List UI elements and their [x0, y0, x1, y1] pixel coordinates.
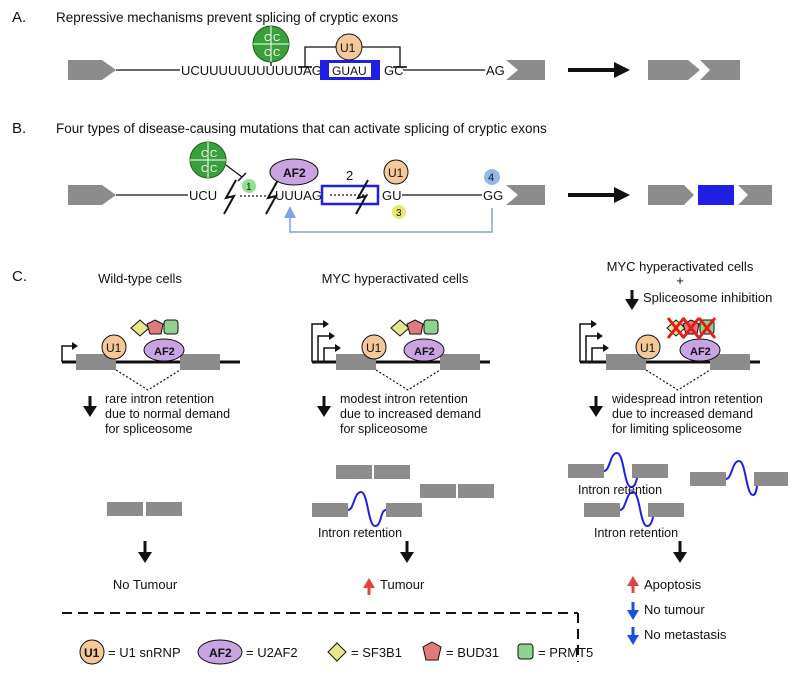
svg-text:U1: U1: [84, 646, 100, 660]
legend: U1 = U1 snRNP AF2 = U2AF2 = SF3B1 = BUD3…: [62, 612, 593, 665]
mutation-4-badge: [484, 169, 500, 185]
panel-a: A. Repressive mechanisms prevent splicin…: [12, 9, 740, 80]
svg-text:U1: U1: [640, 341, 656, 355]
svg-text:C: C: [201, 164, 208, 175]
legend-prmt5-icon: [517, 643, 534, 660]
af2-c2: [403, 338, 445, 362]
col3-outcome-no-metastasis: No metastasis: [644, 627, 727, 642]
svg-text:C: C: [210, 149, 217, 160]
legend-sf3b1-text: = SF3B1: [351, 645, 402, 660]
ucu-seq: UCU: [189, 188, 217, 203]
c-complex-a: C C C C: [252, 25, 290, 63]
panel-c: C. Wild-type cells U1 AF2 rare intron re…: [12, 259, 788, 645]
column-wild-type: Wild-type cells U1 AF2 rare intron reten…: [61, 271, 240, 592]
af2-c1: [143, 338, 185, 362]
legend-bud31-icon: [422, 641, 442, 661]
spliced-product-a: [648, 60, 740, 80]
svg-text:for spliceosome: for spliceosome: [340, 422, 428, 436]
legend-af2-text: = U2AF2: [246, 645, 298, 660]
svg-text:U1: U1: [366, 341, 382, 355]
col1-title: Wild-type cells: [98, 271, 182, 286]
legend-prmt5-text: = PRMT5: [538, 645, 593, 660]
u1-snrnp-b: [383, 159, 409, 185]
svg-text:widespread intron retention: widespread intron retention: [611, 392, 763, 406]
svg-text:C: C: [273, 33, 280, 44]
svg-text:for spliceosome: for spliceosome: [105, 422, 193, 436]
svg-text:U1: U1: [388, 166, 404, 180]
svg-text:U1: U1: [340, 41, 356, 55]
col2-outcome: Tumour: [380, 577, 425, 592]
exon-1: [68, 60, 116, 80]
svg-text:AF2: AF2: [209, 646, 232, 660]
svg-text:C: C: [201, 149, 208, 160]
uuuag-seq: UUUAG: [275, 188, 322, 203]
exon-1-b: [68, 185, 116, 205]
svg-text:C: C: [273, 48, 280, 59]
col3-outcome-apoptosis: Apoptosis: [644, 577, 702, 592]
pyrimidine-tract: UCUUUUUUUUUUUAG: [181, 63, 322, 78]
af2-c3: [679, 338, 721, 362]
col1-outcome: No Tumour: [113, 577, 178, 592]
u2af2-b: [269, 158, 319, 186]
svg-text:3: 3: [396, 208, 402, 219]
svg-text:AF2: AF2: [690, 346, 711, 358]
svg-text:1: 1: [246, 182, 252, 193]
svg-text:AF2: AF2: [414, 346, 435, 358]
svg-text:Intron retention: Intron retention: [318, 526, 402, 540]
u1-snrnp-a: [335, 33, 363, 61]
panel-b: B. Four types of disease-causing mutatio…: [12, 120, 772, 233]
col3-outcome-no-tumour: No tumour: [644, 602, 705, 617]
legend-u1-icon: [79, 639, 105, 665]
mutation-2-label: 2: [346, 168, 353, 183]
svg-text:Intron retention: Intron retention: [594, 526, 678, 540]
svg-text:Intron retention: Intron retention: [578, 483, 662, 497]
column-myc-inhibition: MYC hyperactivated cells + Spliceosome i…: [568, 259, 788, 645]
panel-a-letter: A.: [12, 9, 26, 26]
svg-text:4: 4: [488, 172, 494, 184]
svg-text:C: C: [210, 164, 217, 175]
legend-af2-icon: [197, 639, 243, 665]
cryptic-exon-b: [320, 184, 380, 206]
col2-title: MYC hyperactivated cells: [322, 271, 469, 286]
inhibition-crosses: [666, 317, 717, 339]
col3-title: MYC hyperactivated cells: [607, 259, 754, 274]
svg-text:+: +: [676, 273, 684, 288]
panel-a-title: Repressive mechanisms prevent splicing o…: [56, 10, 398, 25]
svg-text:modest intron retention: modest intron retention: [340, 392, 468, 406]
column-myc: MYC hyperactivated cells U1 AF2 modest i…: [311, 271, 494, 595]
c-complex-b: C C C C: [189, 141, 227, 179]
svg-text:C: C: [264, 48, 271, 59]
svg-text:due to increased demand: due to increased demand: [340, 407, 481, 421]
legend-bud31-text: = BUD31: [446, 645, 499, 660]
svg-text:AF2: AF2: [154, 346, 175, 358]
svg-text:U1: U1: [106, 341, 122, 355]
spliced-product-b-cryptic: [698, 185, 734, 205]
svg-text:due to normal demand: due to normal demand: [105, 407, 230, 421]
col3-title2: Spliceosome inhibition: [643, 290, 772, 305]
gu-site: GU: [382, 188, 402, 203]
svg-text:for limiting spliceosome: for limiting spliceosome: [612, 422, 742, 436]
exon-2: [506, 60, 545, 80]
legend-sf3b1-icon: [327, 642, 347, 662]
cryptic-exon-seq: GUAU: [332, 64, 367, 78]
svg-text:rare intron retention: rare intron retention: [105, 392, 214, 406]
svg-text:AF2: AF2: [283, 166, 306, 180]
panel-b-title: Four types of disease-causing mutations …: [56, 121, 547, 136]
panel-b-letter: B.: [12, 120, 26, 137]
exon-2-b: [506, 185, 545, 205]
mutation-1-badge: [242, 179, 256, 193]
spliced-product-b-left: [648, 185, 694, 205]
ag-site: AG: [486, 63, 505, 78]
u1-c2: [361, 334, 387, 360]
mutation-3-badge: [392, 205, 406, 219]
u1-c1: [101, 334, 127, 360]
gg-site: GG: [483, 188, 503, 203]
panel-c-letter: C.: [12, 268, 27, 285]
svg-text:due to increased demand: due to increased demand: [612, 407, 753, 421]
spliced-product-b-right: [738, 185, 772, 205]
legend-u1-text: = U1 snRNP: [108, 645, 181, 660]
svg-text:C: C: [264, 33, 271, 44]
u1-c3: [635, 334, 661, 360]
